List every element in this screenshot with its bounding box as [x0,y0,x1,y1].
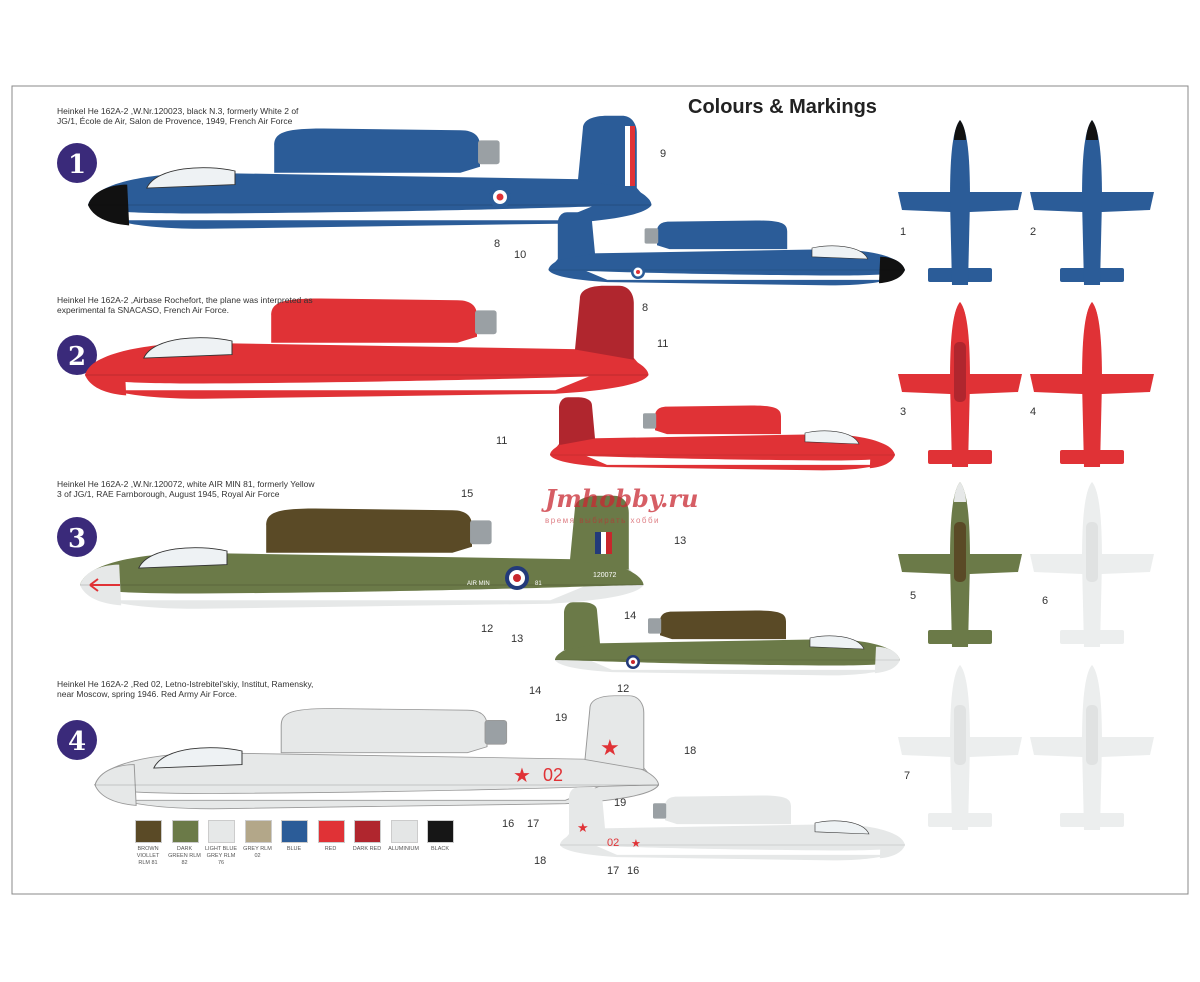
scheme-4-caption: Heinkel He 162A-2 ,Red 02, Letno-Istrebi… [57,679,314,699]
svg-text:16: 16 [627,865,639,877]
svg-text:12: 12 [481,623,493,635]
aircraft-2-side-small [549,396,896,471]
svg-text:2: 2 [68,342,86,372]
red-code-marking-small: 02 [607,837,619,849]
aircraft-2-top [898,302,1022,467]
svg-text:16: 16 [502,818,514,830]
roundel-raf [505,566,529,590]
svg-text:8: 8 [642,302,648,314]
svg-text:10: 10 [514,249,526,261]
svg-text:18: 18 [684,745,696,757]
roundel-french-small [631,265,645,279]
svg-text:6: 6 [1042,595,1048,607]
svg-text:5: 5 [910,590,916,602]
colour-swatch-label: ALUMINIUM [388,846,419,852]
svg-text:13: 13 [674,535,686,547]
red-star-icon: ★ [600,735,620,760]
fin-flash-raf [595,532,612,554]
svg-text:3: 3 [68,524,86,554]
svg-text:3: 3 [900,406,906,418]
colour-swatch [171,820,199,843]
colour-swatch [208,820,235,843]
colour-swatch-label: DARK GREEN RLM 82 [168,846,201,866]
svg-text:13: 13 [511,633,523,645]
serial-marking: 120072 [593,572,616,579]
aircraft-4-top [898,665,1022,830]
svg-text:2: 2 [1030,226,1036,238]
colour-swatch [390,820,418,843]
roundel-raf-small [626,655,640,669]
scheme-1-caption: Heinkel He 162A-2 ,W.Nr.120023, black N.… [57,106,299,126]
air-min-number: 81 [535,581,542,587]
colour-swatch [317,820,345,843]
colour-swatch [354,820,381,843]
roundel-french [489,186,511,208]
aircraft-1-side [87,115,652,230]
red-star-icon: ★ [577,820,589,835]
svg-text:17: 17 [527,818,539,830]
colour-swatch-label: BLUE [286,846,302,852]
svg-text:1: 1 [900,226,906,238]
aircraft-1-side-small [548,211,906,286]
colour-swatch-label: DARK RED [352,846,382,852]
aircraft-3-side-small [554,601,901,676]
scheme-badges: 1 2 3 4 [57,143,97,760]
svg-text:4: 4 [68,727,86,757]
colour-swatch [135,820,162,843]
svg-text:19: 19 [555,712,567,724]
svg-text:17: 17 [607,865,619,877]
red-code-marking: 02 [543,765,563,785]
aircraft-4-bottom [1030,665,1154,830]
callout-numbers: 9 8 10 8 11 11 15 13 14 12 13 14 12 19 1… [461,148,1048,877]
colour-swatch-label: GREY RLM 02 [243,846,272,859]
svg-text:11: 11 [657,338,668,350]
arrow-marking [89,578,120,592]
svg-text:15: 15 [461,488,473,500]
svg-text:12: 12 [617,683,629,695]
aircraft-2-bottom [1030,302,1154,467]
colour-swatch [427,820,454,843]
aircraft-3-bottom [1030,482,1154,647]
colour-swatch [244,820,272,843]
watermark-site: Jmhobby.ru [545,484,699,513]
svg-text:7: 7 [904,770,910,782]
colour-swatch [281,820,308,843]
aircraft-3-top [898,482,1022,647]
svg-text:11: 11 [496,435,507,447]
scheme-3-caption: Heinkel He 162A-2 ,W.Nr.120072, white AI… [57,479,315,499]
red-star-icon: ★ [631,838,641,850]
svg-text:14: 14 [624,610,636,622]
colour-swatch-label: RED [324,846,337,852]
fin-flag-french [625,126,635,186]
red-star-icon: ★ [513,765,531,787]
svg-text:1: 1 [68,150,86,180]
colour-swatch-label: LIGHT BLUE GREY RLM 76 [205,846,237,866]
svg-text:19: 19 [614,797,626,809]
air-min-marking: AIR MIN [467,581,490,587]
aircraft-1-top [898,120,1022,285]
scheme-2-caption: Heinkel He 162A-2 ,Airbase Rochefort, th… [57,295,313,315]
colour-swatch-label: BLACK [430,846,450,852]
aircraft-1-bottom [1030,120,1154,285]
colour-swatch-label: BROWN VIOLLET RLM 81 [136,846,160,866]
page-title: Colours & Markings [688,96,877,118]
frame [11,85,1189,895]
watermark-slogan: время выбирать хобби [545,516,661,525]
svg-text:4: 4 [1030,406,1036,418]
svg-text:18: 18 [534,855,546,867]
svg-text:9: 9 [660,148,666,160]
svg-text:14: 14 [529,685,541,697]
svg-text:8: 8 [494,238,500,250]
